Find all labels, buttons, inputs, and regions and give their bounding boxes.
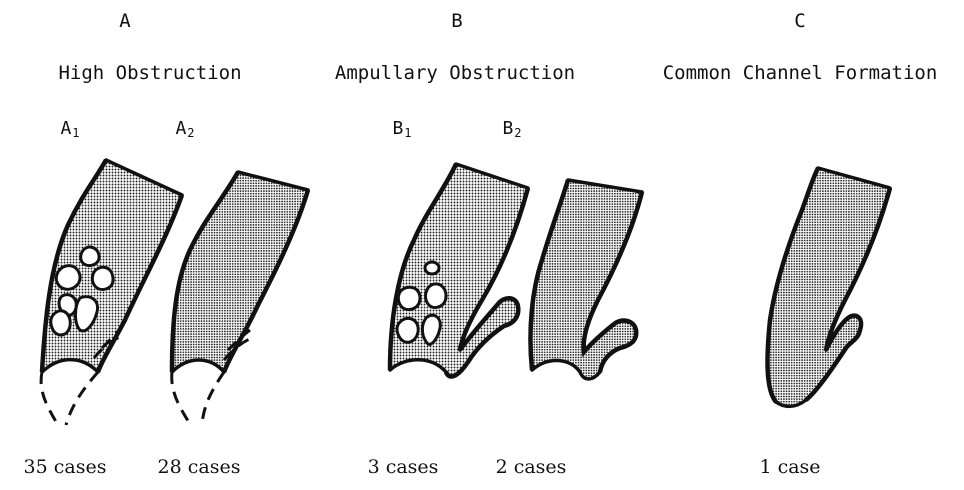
count-b1: 3 cases	[368, 456, 439, 478]
duct-c	[768, 168, 890, 406]
duct-a2	[172, 172, 308, 424]
count-b2: 2 cases	[496, 456, 567, 478]
duct-b2	[530, 180, 642, 379]
count-a1: 35 cases	[24, 456, 107, 478]
count-c: 1 case	[759, 456, 820, 478]
duct-b1	[390, 164, 528, 377]
count-a2: 28 cases	[158, 456, 241, 478]
duct-a1	[41, 160, 182, 425]
